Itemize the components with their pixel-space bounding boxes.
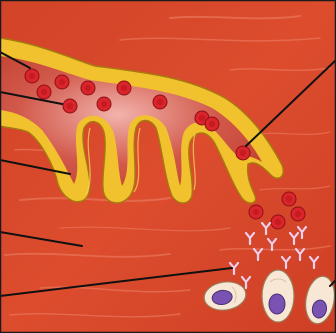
plasma-cell-icon [262, 270, 294, 322]
